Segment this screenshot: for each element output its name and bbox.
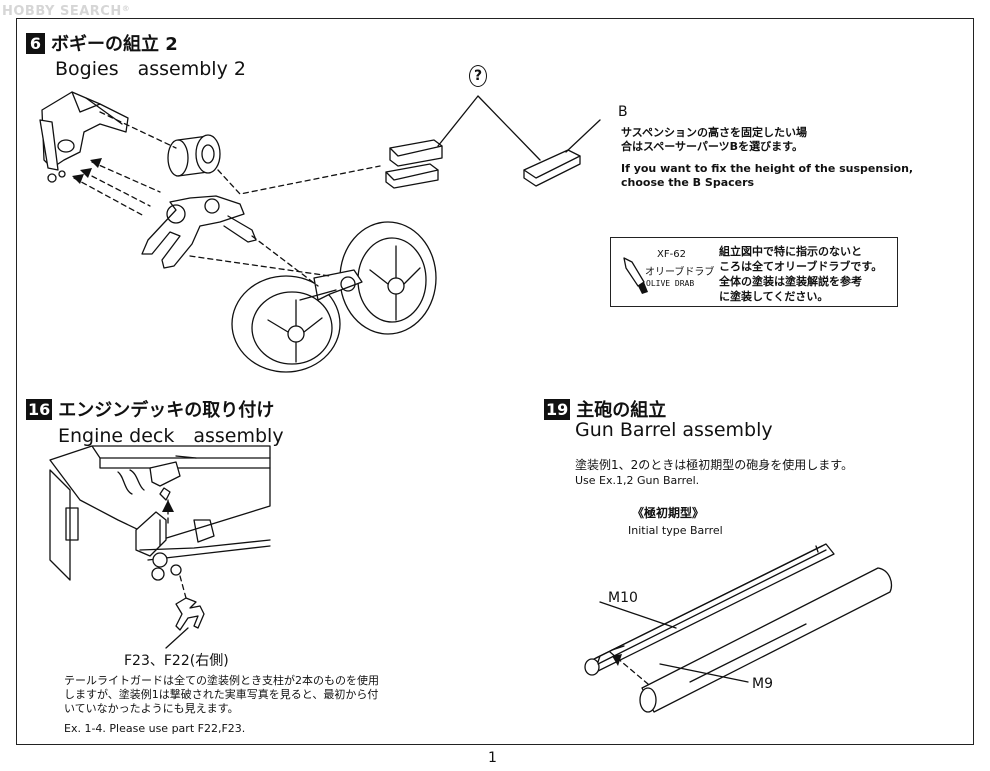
paint-note-line: に塗装してください。 [719,290,829,303]
step6-note-jp: サスペンションの高さを固定したい場 合はスペーサーパーツBを選びます。 [621,126,807,154]
step6-note-en: If you want to fix the height of the sus… [621,162,913,190]
engine-deck-drawing [49,445,271,649]
barrel-type-en: Initial type Barrel [628,524,723,537]
part-m9-label: M9 [752,676,773,692]
bogie-guide-lines [73,111,381,287]
step6-note-jp-line: 合はスペーサーパーツBを選びます。 [621,140,803,153]
paint-name-jp: オリーブドラブ [645,267,715,278]
step19-title-jp: 主砲の組立 [576,400,667,421]
step16-number: 16 [26,398,53,420]
step6-title-jp: ボギーの組立 2 [51,34,178,55]
paint-brush-icon [623,257,648,294]
step19-note-en: Use Ex.1,2 Gun Barrel. [575,474,700,487]
step6-title-en: Bogies assembly 2 [55,58,246,80]
page-number: 1 [488,750,497,766]
option-icon: ? [469,65,487,87]
paint-instruction-box: XF-62 オリーブドラブ OLIVE DRAB 組立図中で特に指示のないと こ… [610,237,898,307]
spacer-option-label: B [618,104,628,120]
step6-note-en-line: choose the B Spacers [621,176,755,189]
step16-note-jp-line: テールライトガードは全ての塗装例とき支柱が2本のものを使用 [64,674,379,687]
watermark-mark: ® [121,4,131,13]
paint-note: 組立図中で特に指示のないと ころは全てオリーブドラブです。 全体の塗装は塗装解説… [719,244,897,304]
page-frame [16,18,974,745]
step16-note-jp-line: しますが、塗装例1は撃破された実車写真を見ると、最初から付 [64,688,379,701]
barrel-type-jp: 《極初期型》 [632,506,705,520]
step19-title-en: Gun Barrel assembly [575,419,773,441]
gun-barrel-drawing [584,543,893,713]
watermark: HOBBY SEARCH® [2,4,130,19]
paint-code: XF-62 [657,249,686,260]
step16-title-jp: エンジンデッキの取り付け [58,400,275,421]
step6-header: 6 ボギーの組立 2 [26,30,178,56]
gun-barrel-guide-line [609,651,649,685]
step6-note-jp-line: サスペンションの高さを固定したい場 [621,126,808,139]
bogie-drawing [39,91,601,373]
part-m10-label: M10 [608,590,638,606]
step16-header: 16 エンジンデッキの取り付け [26,396,274,422]
step16-part-label: F23、F22(右側) [124,653,229,669]
paint-note-line: ころは全てオリーブドラブです。 [719,260,883,273]
paint-note-line: 組立図中で特に指示のないと [719,245,862,258]
step6-note-en-line: If you want to fix the height of the sus… [621,162,914,175]
step19-number: 19 [544,398,571,420]
step16-note-en: Ex. 1-4. Please use part F22,F23. [64,722,246,735]
step16-title-en: Engine deck assembly [58,425,284,447]
step6-number: 6 [26,32,45,54]
step19-note-jp: 塗装例1、2のときは極初期型の砲身を使用します。 [575,458,854,472]
paint-name-en: OLIVE DRAB [646,279,695,288]
step19-header: 19 主砲の組立 [544,396,666,422]
watermark-text: HOBBY SEARCH [2,4,122,19]
step16-note-jp: テールライトガードは全ての塗装例とき支柱が2本のものを使用 しますが、塗装例1は… [64,674,379,716]
step16-note-jp-line: いていなかったようにも見えます。 [64,702,239,715]
paint-note-line: 全体の塗装は塗装解説を参考 [719,275,862,288]
